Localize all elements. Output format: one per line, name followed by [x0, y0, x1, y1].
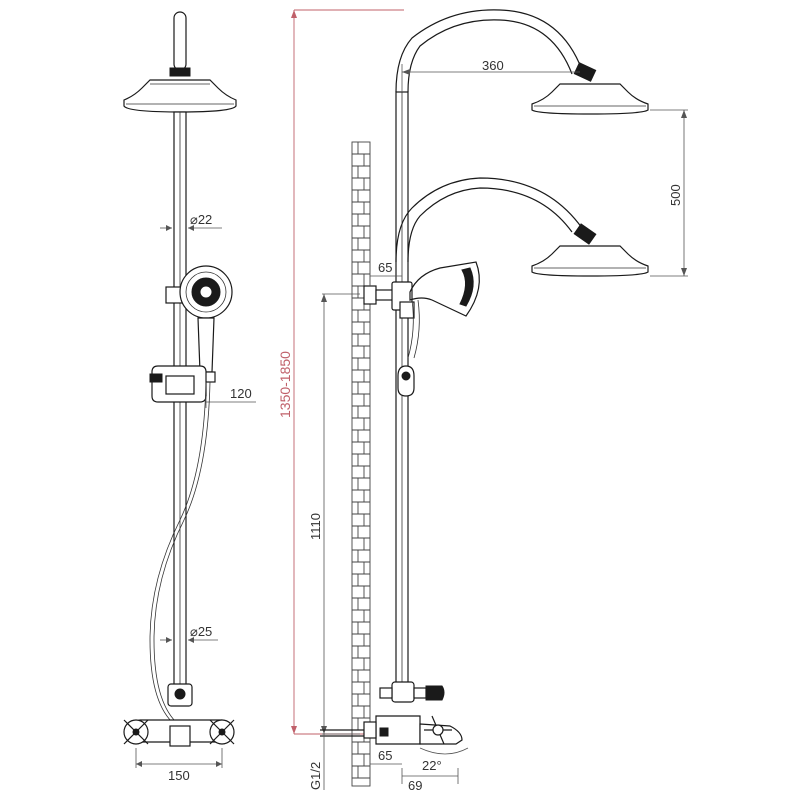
front-overhead-head	[123, 79, 237, 113]
side-upper-arm	[395, 9, 583, 93]
front-upper-diameter-label: ⌀22	[190, 212, 212, 227]
brick-wall-outline	[351, 141, 371, 787]
front-left-cross-handle	[123, 719, 149, 745]
side-lower-overhead-head	[531, 245, 649, 277]
side-slide-bracket	[397, 365, 415, 397]
mixer-height-dimension: 1110	[308, 293, 360, 735]
height-adjust-label: 500	[668, 184, 683, 206]
brick-wall	[351, 141, 371, 787]
side-wall-bracket-upper	[363, 285, 377, 305]
height-range-dimension: 1350-1850	[277, 9, 404, 735]
side-upper-overhead-head	[531, 83, 649, 115]
front-hand-shower-handle	[197, 317, 215, 373]
side-cross-handle	[424, 715, 452, 745]
front-right-cross-handle	[209, 719, 235, 745]
front-mixer-width-label: 150	[168, 768, 190, 783]
spout-length-label: 69	[408, 778, 422, 793]
side-view: 1350-1850 1110 360	[277, 9, 688, 793]
front-hose	[149, 381, 207, 723]
side-hand-shower-hose	[407, 299, 414, 359]
side-diverter-knob	[425, 685, 445, 701]
front-head-connector	[169, 67, 191, 77]
inlet-thread-label: G1/2	[308, 762, 323, 790]
side-upper-connector	[573, 62, 597, 82]
spout-angle-label: 22°	[422, 758, 442, 773]
side-lower-connector	[573, 223, 597, 245]
mixer-height-label: 1110	[308, 513, 323, 540]
side-hand-shower-head	[409, 261, 480, 317]
front-top-riser	[173, 11, 187, 71]
side-diverter	[391, 681, 415, 703]
height-range-label: 1350-1850	[277, 351, 293, 418]
front-lower-diameter-label: ⌀25	[190, 624, 212, 639]
front-slide-width-label: 120	[230, 386, 252, 401]
side-lower-arm	[395, 177, 583, 263]
overhead-reach-label: 360	[482, 58, 504, 73]
front-view: ⌀22 120 ⌀25	[123, 11, 256, 783]
wall-offset-upper-label: 65	[378, 260, 392, 275]
wall-offset-lower-label: 65	[378, 748, 392, 763]
spout-angle-arc	[419, 747, 469, 755]
